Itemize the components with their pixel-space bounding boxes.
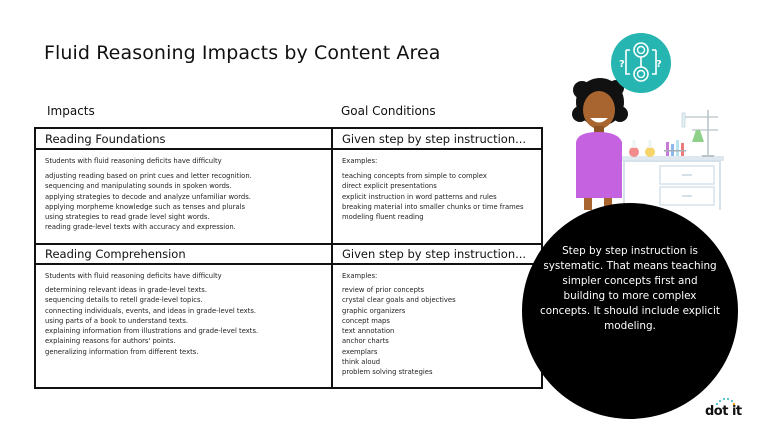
goals-lead: Examples: [342,157,378,165]
goal-heading-reading-foundations: Given step by step instruction... [342,132,527,146]
impact-item: generalizing information from different … [45,347,199,356]
goal-item: teaching concepts from simple to complex [342,172,487,180]
impact-item: adjusting reading based on print cues an… [45,172,252,180]
row-divider [36,148,541,150]
impact-item: applying strategies to decode and analyz… [45,192,251,201]
goals-list: review of prior concepts crystal clear g… [342,285,456,378]
impacts-list: determining relevant ideas in grade-leve… [45,285,258,357]
logo-arc-icon [716,398,736,406]
callout-circle [522,203,738,419]
column-header-goal-conditions: Goal Conditions [341,104,436,118]
student-character-illustration [572,78,628,210]
goal-item: anchor charts [342,337,389,346]
goal-item: explicit instruction in word patterns an… [342,192,497,201]
logo-text: dot it [705,404,742,419]
impact-item: using strategies to read grade level sig… [45,213,210,222]
goal-item: think aloud [342,358,381,367]
impact-item: reading grade-level texts with accuracy … [45,223,236,232]
impact-item: connecting individuals, events, and idea… [45,306,257,315]
goal-item: text annotation [342,327,395,336]
impacts-lead: Students with fluid reasoning deficits h… [45,272,222,280]
impact-item: sequencing and manipulating sounds in sp… [45,182,232,191]
page-title: Fluid Reasoning Impacts by Content Area [44,42,441,64]
goals-list: teaching concepts from simple to complex… [342,171,524,222]
goal-item: crystal clear goals and objectives [342,296,456,305]
svg-text:?: ? [619,59,625,70]
column-header-impacts: Impacts [47,104,95,118]
goal-item: exemplars [342,347,378,356]
impact-item: determining relevant ideas in grade-leve… [45,286,207,294]
impacts-table: Reading Foundations Given step by step i… [34,127,543,389]
impacts-list: adjusting reading based on print cues an… [45,171,252,233]
goal-item: review of prior concepts [342,286,425,294]
row-divider [36,243,541,245]
svg-text:?: ? [656,59,662,70]
impact-item: sequencing details to retell grade-level… [45,296,203,305]
reasoning-diagram-icon: ? ? [611,33,671,93]
goal-item: problem solving strategies [342,368,433,377]
goal-item: breaking material into smaller chunks or… [342,202,524,211]
goal-item: concept maps [342,316,390,325]
lab-bench-illustration [620,110,724,210]
student-lab-illustration: ? ? [572,33,724,210]
impact-item: applying morpheme knowledge such as tens… [45,202,246,211]
column-divider [331,129,333,387]
row-divider [36,263,541,265]
goal-item: modeling fluent reading [342,213,424,222]
section-heading-reading-foundations: Reading Foundations [45,132,166,146]
impact-item: explaining reasons for authors' points. [45,337,176,346]
section-heading-reading-comprehension: Reading Comprehension [45,247,186,261]
callout-text: Step by step instruction is systematic. … [540,245,720,332]
impact-item: using parts of a book to understand text… [45,316,189,325]
goal-item: direct explicit presentations [342,182,437,191]
dot-it-logo: dot it [705,398,745,422]
impacts-lead: Students with fluid reasoning deficits h… [45,157,222,165]
goal-item: graphic organizers [342,306,406,315]
goal-heading-reading-comprehension: Given step by step instruction... [342,247,527,261]
goals-lead: Examples: [342,272,378,280]
impact-item: explaining information from illustration… [45,327,259,336]
